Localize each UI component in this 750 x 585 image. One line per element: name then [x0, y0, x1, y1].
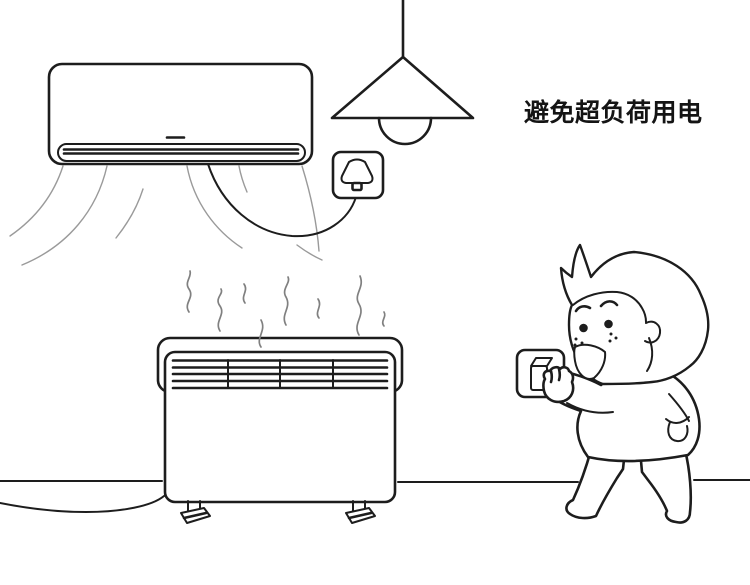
switch-rocker-top: [530, 357, 553, 367]
boy-leg-right: [638, 448, 693, 524]
boy-eye-left: [579, 323, 588, 333]
plug-stem: [351, 181, 363, 192]
boy-right-hand: [667, 421, 689, 443]
boy-finger-line-1: [549, 369, 554, 384]
boy-right-cuff: [665, 416, 690, 424]
heat-waves: [186, 270, 386, 348]
boy-finger-line-2: [557, 367, 562, 382]
air-conditioner: [47, 62, 314, 166]
boy-hairline: [572, 290, 647, 323]
airflow-lines: [9, 165, 323, 266]
floor-line: [0, 479, 750, 483]
boy-leg-left: [565, 448, 627, 520]
boy: [542, 243, 710, 524]
heater-body: [163, 350, 397, 504]
lamp-shade: [330, 55, 475, 120]
boy-eyebrow-right: [599, 300, 619, 308]
lamp-bulb: [377, 116, 433, 146]
boy-freckles: [573, 332, 618, 347]
boy-arm-crease: [566, 402, 614, 414]
boy-hand-fist: [542, 365, 575, 404]
ac-power-cord: [207, 163, 357, 238]
heater-cord: [0, 495, 165, 513]
heater-foot-left: [180, 500, 211, 524]
caption-text: 避免超负荷用电: [524, 98, 703, 127]
heater-grille: [171, 359, 389, 390]
wall-outlet: [331, 150, 385, 200]
boy-eye-right: [604, 319, 613, 329]
heater-foot-right: [345, 500, 376, 524]
ac-body: [47, 62, 314, 166]
heater: [156, 336, 404, 524]
boy-mouth: [573, 343, 607, 380]
boy-cheek-line: [646, 337, 654, 372]
plug-icon: [340, 158, 374, 184]
pendant-lamp: [330, 0, 475, 146]
boy-eyebrow-left: [574, 305, 592, 313]
